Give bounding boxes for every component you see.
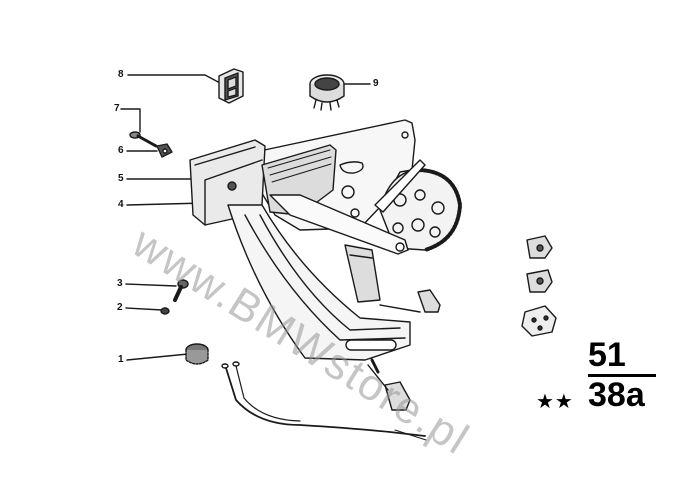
switch-part-8 [218,68,244,104]
callout-6: 6 [118,145,124,156]
star-rating-icon: ★★ [536,389,574,413]
callout-4: 4 [118,199,124,210]
lever-arm [269,159,426,255]
group-number: 51 [588,336,626,374]
connector-part-9 [309,74,345,111]
page-number: 38a [588,376,645,414]
mounting-bracket-upper [379,289,441,313]
motor-housing [189,139,337,226]
screw-part-7 [129,131,158,148]
guide-rail [227,204,411,361]
side-detail-parts [521,235,557,337]
screw-part-3 [173,279,189,302]
mounting-bracket-lower [367,358,411,411]
callout-9: 9 [373,78,379,89]
callout-1: 1 [118,354,124,365]
group-divider [588,374,656,377]
callout-2: 2 [117,302,123,313]
pinion-gear-part-1 [185,343,209,365]
callout-8: 8 [118,69,124,80]
callout-7: 7 [114,103,120,114]
fitting-part-6 [156,143,173,158]
nut-part-2 [160,307,170,315]
wiring-harness [221,361,427,441]
callout-3: 3 [117,278,123,289]
callout-5: 5 [118,173,124,184]
